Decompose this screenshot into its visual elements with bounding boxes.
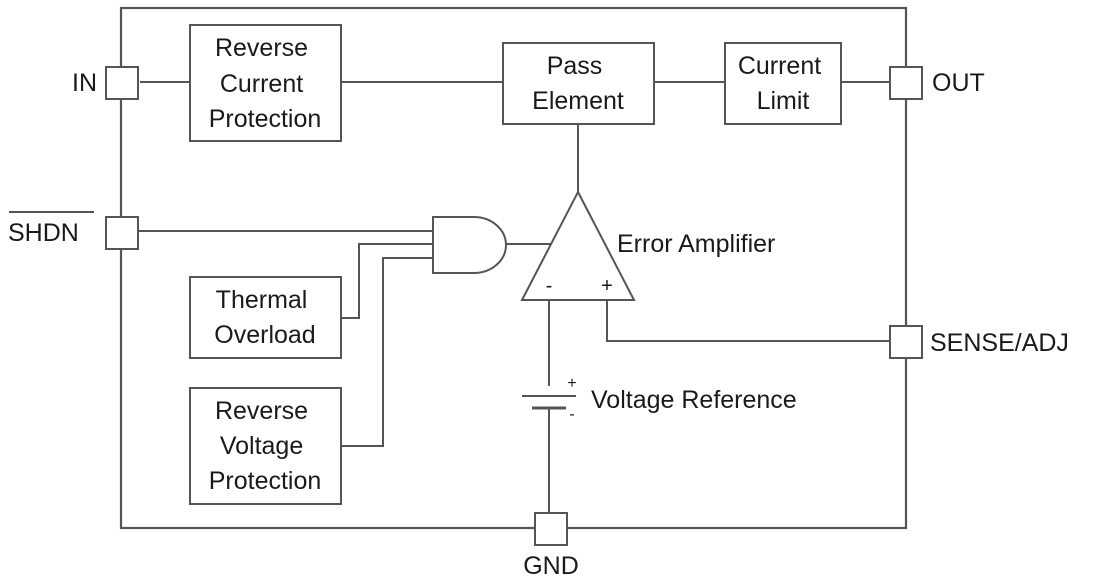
wires (138, 81, 890, 513)
pin-out (889, 66, 923, 100)
pin-in (105, 66, 139, 100)
voltage-reference-minus: - (569, 406, 574, 423)
chip-outline (119, 6, 908, 530)
thermal-overload-line-1: Thermal (216, 286, 308, 314)
amp-minus-sign: - (546, 275, 553, 297)
pass-element-line-2: Element (532, 87, 624, 115)
label-out: OUT (932, 69, 985, 97)
block-current-limit (724, 42, 842, 125)
voltage-reference-symbol (522, 395, 576, 410)
voltage-reference-label: Voltage Reference (591, 386, 797, 414)
amp-plus-sign: + (601, 275, 613, 297)
error-amplifier-symbol (520, 189, 636, 301)
and-gate-symbol (432, 216, 507, 274)
reverse-voltage-protection-label: Reverse Voltage Protection (209, 397, 322, 495)
block-pass-element (502, 42, 655, 125)
label-gnd: GND (523, 552, 579, 580)
label-sense-adj: SENSE/ADJ (930, 329, 1069, 357)
label-in: IN (72, 69, 97, 97)
pass-element-label: Pass Element (532, 52, 624, 115)
current-limit-line-1: Current (738, 52, 821, 80)
rvp-line-3: Protection (209, 467, 322, 495)
current-limit-label: Current Limit (738, 52, 828, 115)
rcp-line-2: Current (220, 70, 303, 98)
block-reverse-current-protection (189, 24, 342, 142)
rvp-line-1: Reverse (215, 397, 308, 425)
thermal-overload-label: Thermal Overload (214, 286, 315, 349)
error-amplifier-label: Error Amplifier (617, 230, 775, 258)
rcp-line-1: Reverse (215, 34, 308, 62)
current-limit-line-2: Limit (757, 87, 810, 115)
pass-element-line-1: Pass (547, 52, 603, 80)
rcp-line-3: Protection (209, 105, 322, 133)
block-thermal-overload (189, 276, 342, 359)
rvp-line-2: Voltage (220, 432, 303, 460)
pin-gnd (534, 512, 568, 546)
reverse-current-protection-label: Reverse Current Protection (209, 34, 322, 133)
pin-sense-adj (889, 325, 923, 359)
pin-shdn (105, 216, 139, 250)
block-reverse-voltage-protection (189, 387, 342, 505)
thermal-overload-line-2: Overload (214, 321, 315, 349)
label-shdn: SHDN (8, 219, 79, 247)
voltage-reference-plus: + (567, 375, 576, 392)
